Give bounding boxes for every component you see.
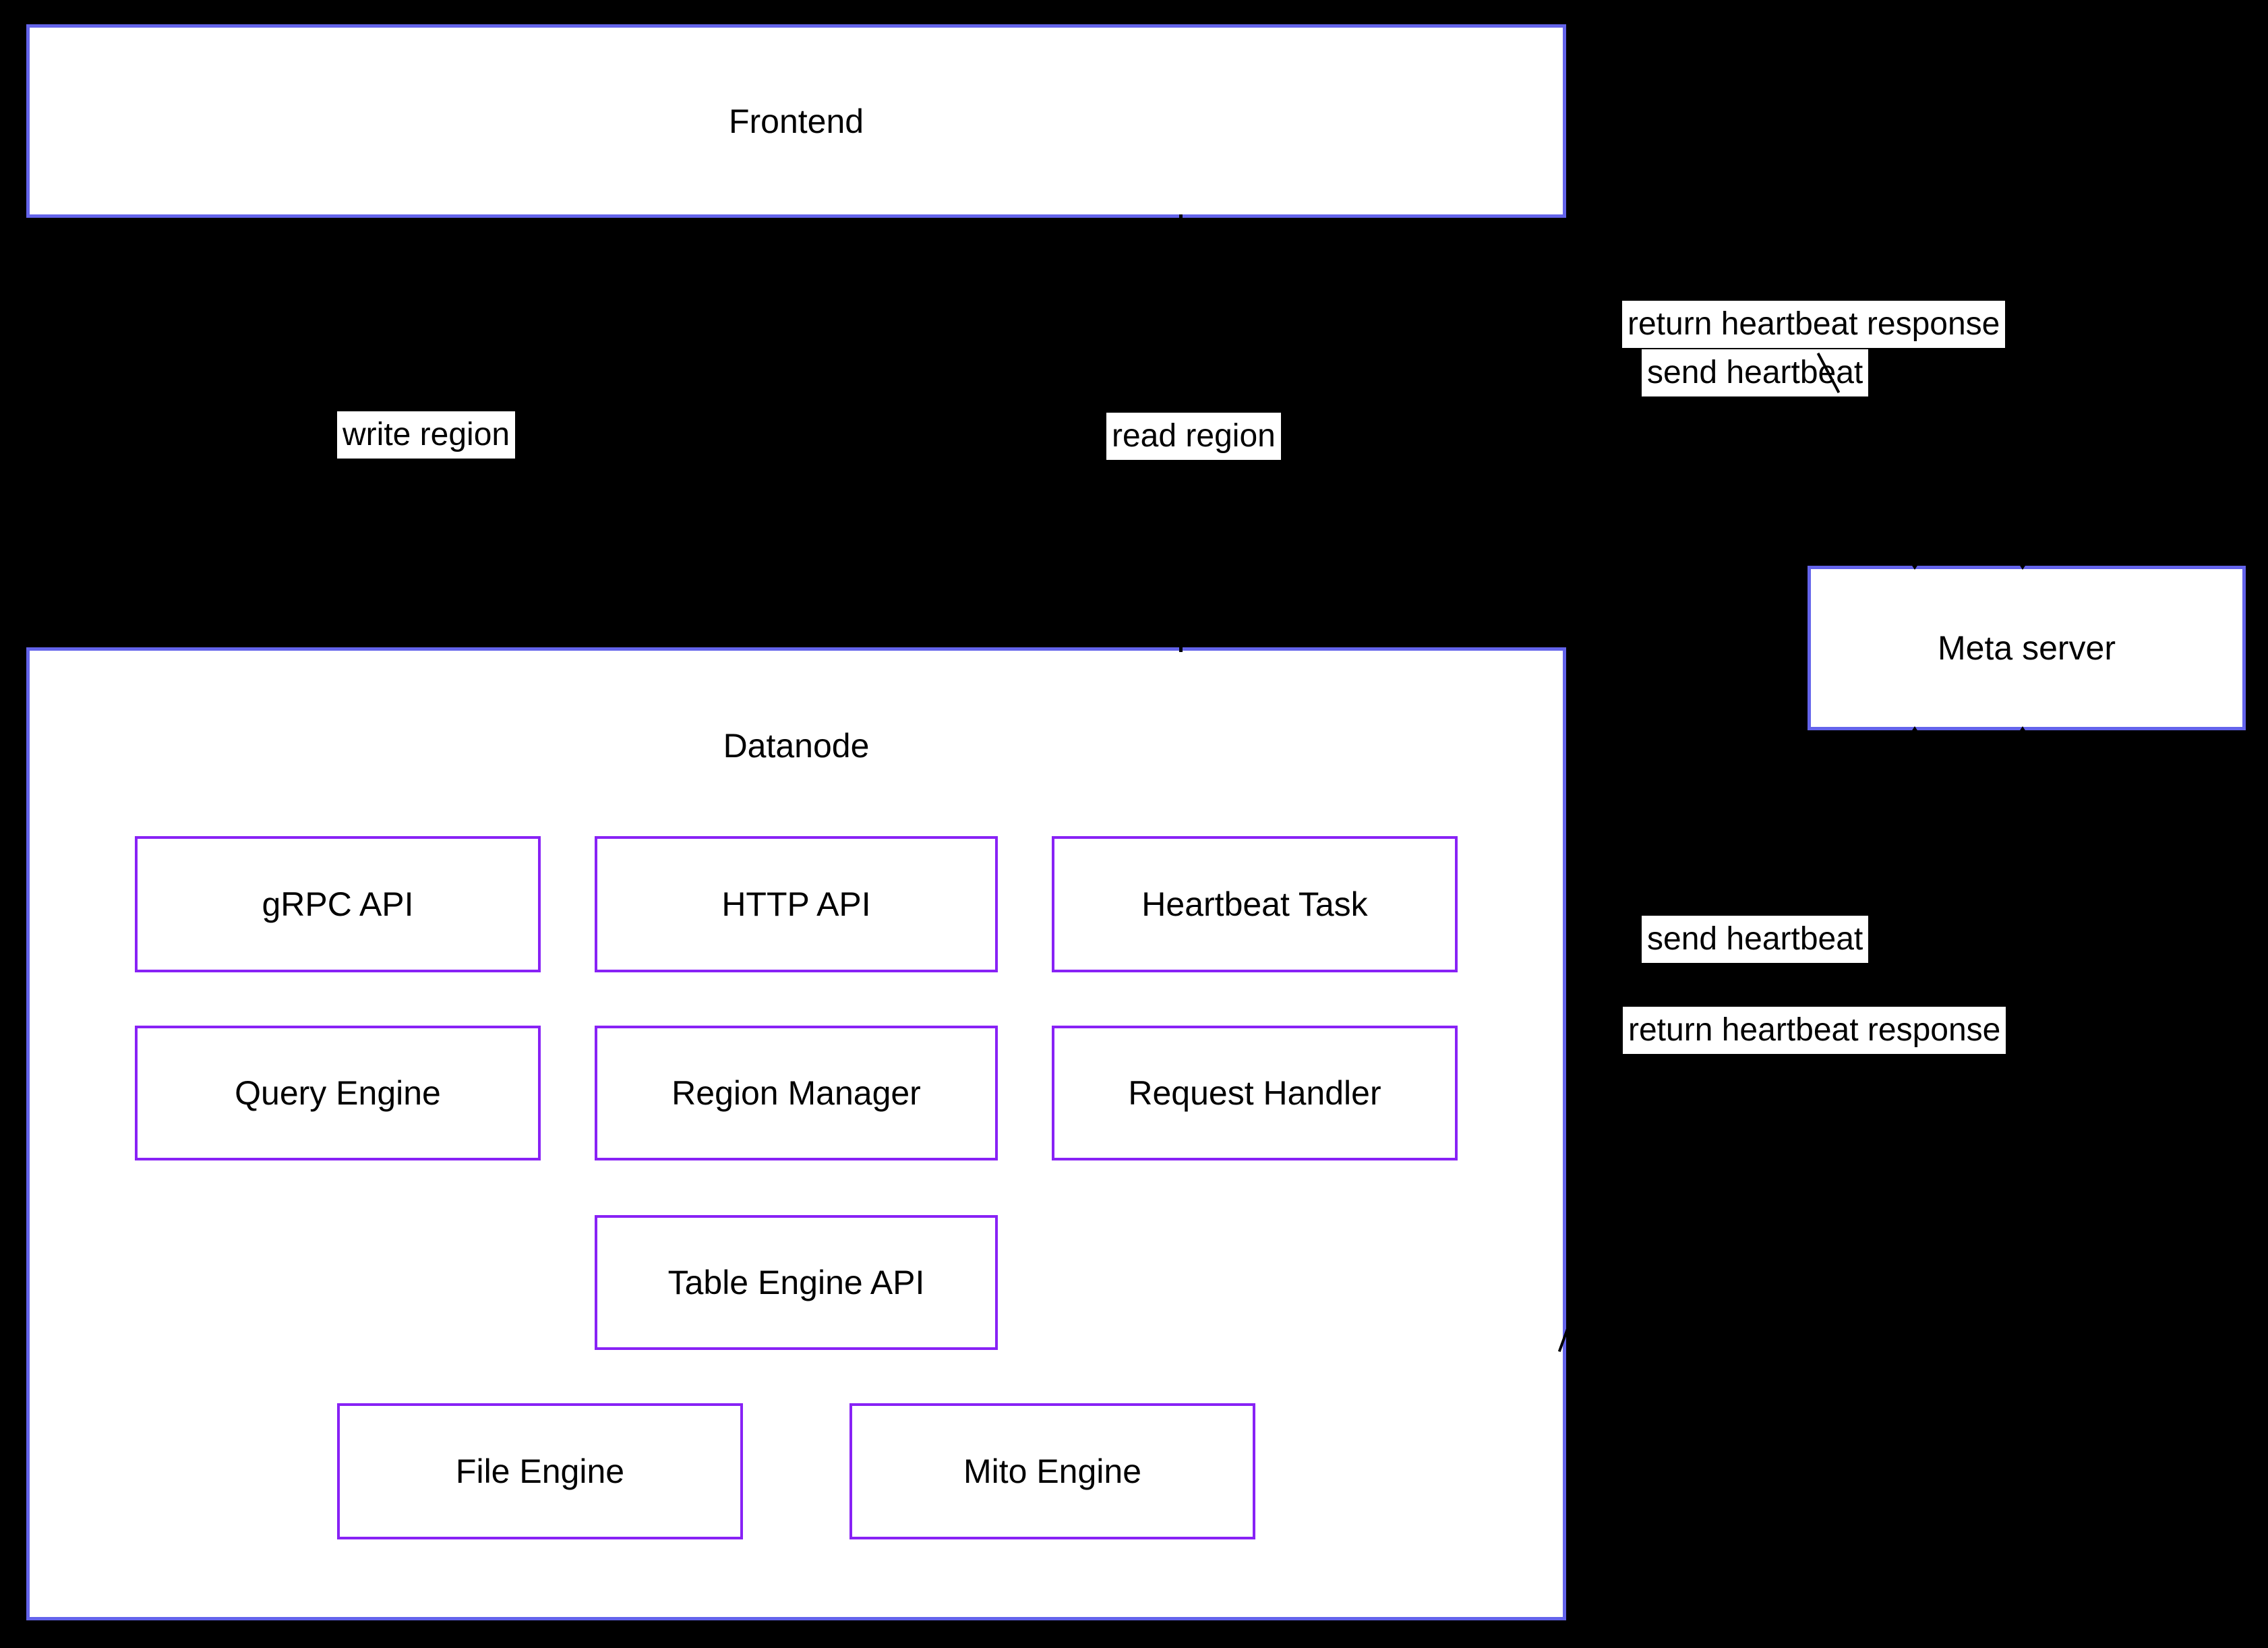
grpc-api-label: gRPC API bbox=[262, 885, 414, 923]
send-heartbeat-bottom-edge-label: send heartbeat bbox=[1642, 916, 1869, 963]
return-heartbeat-response-bottom-edge-label: return heartbeat response bbox=[1623, 1007, 2006, 1054]
mito-engine-label: Mito Engine bbox=[963, 1452, 1142, 1490]
query-engine-label: Query Engine bbox=[235, 1074, 441, 1112]
request-handler-node: Request Handler bbox=[1052, 1026, 1458, 1160]
file-engine-label: File Engine bbox=[455, 1452, 625, 1490]
write-region-edge-label: write region bbox=[337, 411, 516, 459]
return-heartbeat-response-top-edge-label: return heartbeat response bbox=[1622, 301, 2006, 348]
heartbeat-task-label: Heartbeat Task bbox=[1141, 885, 1368, 923]
http-api-node: HTTP API bbox=[595, 836, 998, 972]
arrowhead-down-icon bbox=[1909, 560, 1921, 570]
read-region-edge-label: read region bbox=[1106, 413, 1281, 460]
arrowhead-up-icon bbox=[1909, 726, 1921, 736]
frontend-node: Frontend bbox=[26, 24, 1566, 218]
http-api-label: HTTP API bbox=[721, 885, 871, 923]
query-engine-node: Query Engine bbox=[135, 1026, 541, 1160]
datanode-label: Datanode bbox=[723, 727, 870, 765]
meta-server-label: Meta server bbox=[1938, 629, 2116, 667]
edge-tick-datanode-top bbox=[1179, 643, 1183, 652]
arrowhead-down-icon bbox=[2017, 560, 2029, 570]
datanode-node: Datanode gRPC API HTTP API Heartbeat Tas… bbox=[26, 647, 1566, 1620]
file-engine-node: File Engine bbox=[337, 1403, 743, 1539]
send-heartbeat-top-edge-label: send heartbeat bbox=[1642, 349, 1869, 396]
arrowhead-up-icon bbox=[2017, 726, 2029, 736]
arrowhead-left-icon bbox=[1568, 1127, 1578, 1139]
grpc-api-node: gRPC API bbox=[135, 836, 541, 972]
table-engine-api-label: Table Engine API bbox=[667, 1264, 925, 1301]
table-engine-api-node: Table Engine API bbox=[595, 1215, 998, 1350]
mito-engine-node: Mito Engine bbox=[849, 1403, 1255, 1539]
heartbeat-task-node: Heartbeat Task bbox=[1052, 836, 1458, 972]
frontend-label: Frontend bbox=[728, 102, 864, 140]
request-handler-label: Request Handler bbox=[1128, 1074, 1381, 1112]
region-manager-label: Region Manager bbox=[672, 1074, 921, 1112]
edge-tick-frontend-bottom bbox=[1179, 214, 1183, 225]
meta-server-node: Meta server bbox=[1808, 566, 2246, 730]
region-manager-node: Region Manager bbox=[595, 1026, 998, 1160]
